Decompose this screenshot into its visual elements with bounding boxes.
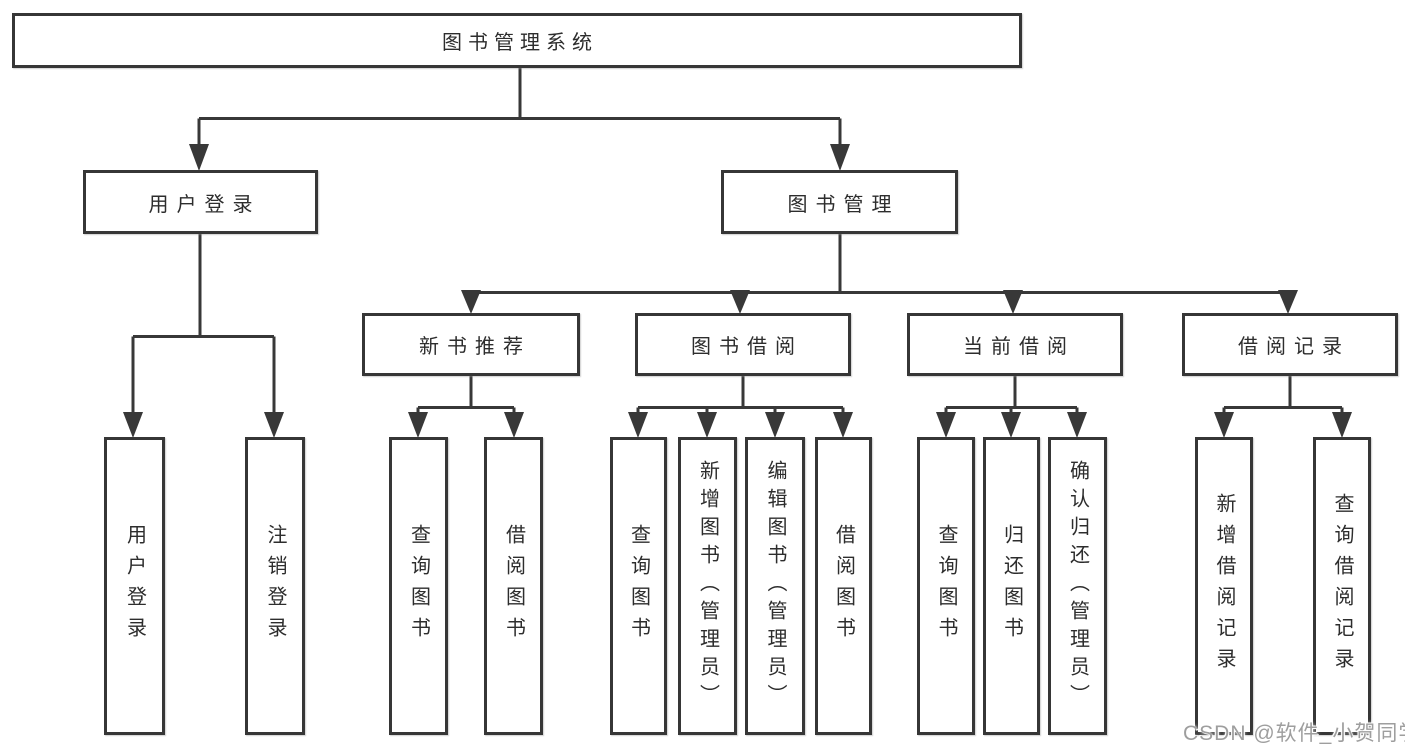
node-return-books: 归还图书 xyxy=(983,437,1040,735)
watermark-text: CSDN @软件_小贺同学 xyxy=(1183,722,1405,745)
node-query-books-borrow: 查询图书 xyxy=(610,437,667,735)
node-user-login-leaf: 用户登录 xyxy=(104,437,165,735)
connector-book-borrow-split xyxy=(628,376,853,438)
connector-root-split xyxy=(189,68,850,171)
node-book-borrowing: 图书借阅 xyxy=(635,313,851,376)
node-library-management-system: 图书管理系统 xyxy=(12,13,1022,68)
node-book-management: 图书管理 xyxy=(721,170,958,234)
node-user-login: 用户登录 xyxy=(83,170,318,234)
connector-borrow-record-split xyxy=(1214,376,1352,438)
node-query-books-recommend: 查询图书 xyxy=(389,437,448,735)
node-current-borrowing: 当前借阅 xyxy=(907,313,1123,376)
node-confirm-return-admin: 确认归还（管理员） xyxy=(1048,437,1107,735)
node-borrowing-records: 借阅记录 xyxy=(1182,313,1398,376)
node-new-book-recommend: 新书推荐 xyxy=(362,313,580,376)
connector-user-login-split xyxy=(123,234,284,438)
connector-book-management-split xyxy=(461,234,1298,314)
node-borrow-books-leaf: 借阅图书 xyxy=(815,437,872,735)
node-add-borrow-record: 新增借阅记录 xyxy=(1195,437,1253,735)
node-add-book-admin: 新增图书（管理员） xyxy=(678,437,737,735)
node-edit-book-admin: 编辑图书（管理员） xyxy=(745,437,805,735)
node-query-borrow-record: 查询借阅记录 xyxy=(1313,437,1371,735)
node-borrow-books-recommend: 借阅图书 xyxy=(484,437,543,735)
node-logout-login: 注销登录 xyxy=(245,437,305,735)
node-query-books-current: 查询图书 xyxy=(917,437,975,735)
connector-current-borrow-split xyxy=(936,376,1087,438)
connector-new-book-split xyxy=(408,376,524,438)
